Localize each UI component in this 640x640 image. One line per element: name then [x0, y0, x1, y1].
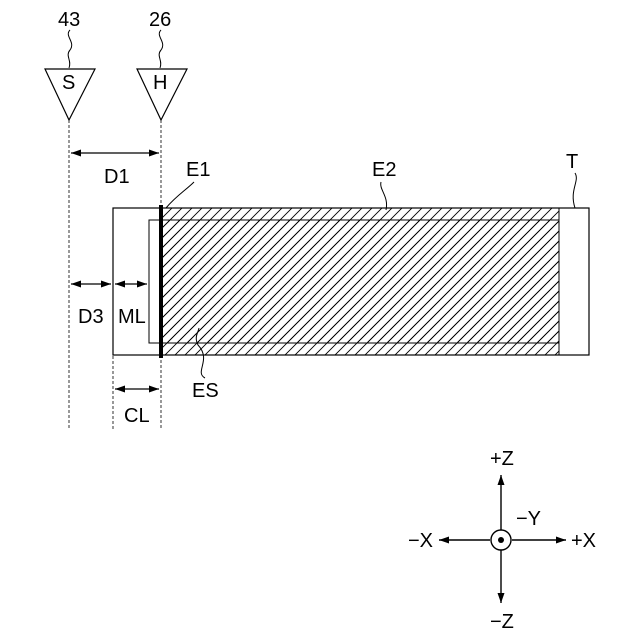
e2-label: E2 [372, 159, 396, 181]
sensor-leader-line [68, 30, 72, 68]
head-ref-number: 26 [149, 9, 171, 31]
axis-plus-x-label: +X [571, 530, 596, 552]
sensor-ref-number: 43 [58, 9, 80, 31]
d3-label: D3 [78, 306, 104, 328]
axis-plus-z-label: +Z [490, 448, 514, 470]
cl-label: CL [124, 405, 150, 427]
ml-label: ML [118, 306, 146, 328]
e1-label: E1 [186, 159, 210, 181]
t-label: T [566, 151, 578, 173]
axis-minus-x-label: −X [408, 530, 433, 552]
t-leader [573, 173, 576, 208]
head-leader-line [159, 30, 163, 68]
axis-minus-y-label: −Y [516, 508, 541, 530]
es-label: ES [192, 380, 219, 402]
axis-minus-y-dot [498, 537, 504, 543]
sensor-letter: S [62, 72, 75, 94]
e2-leader [381, 182, 387, 210]
head-letter: H [153, 72, 167, 94]
e1-leader [166, 182, 194, 208]
d1-label: D1 [104, 166, 130, 188]
axis-minus-z-label: −Z [490, 611, 514, 633]
coordinate-axes: +Z −Z +X −X −Y [408, 448, 596, 633]
electrode-area-es [161, 220, 559, 343]
